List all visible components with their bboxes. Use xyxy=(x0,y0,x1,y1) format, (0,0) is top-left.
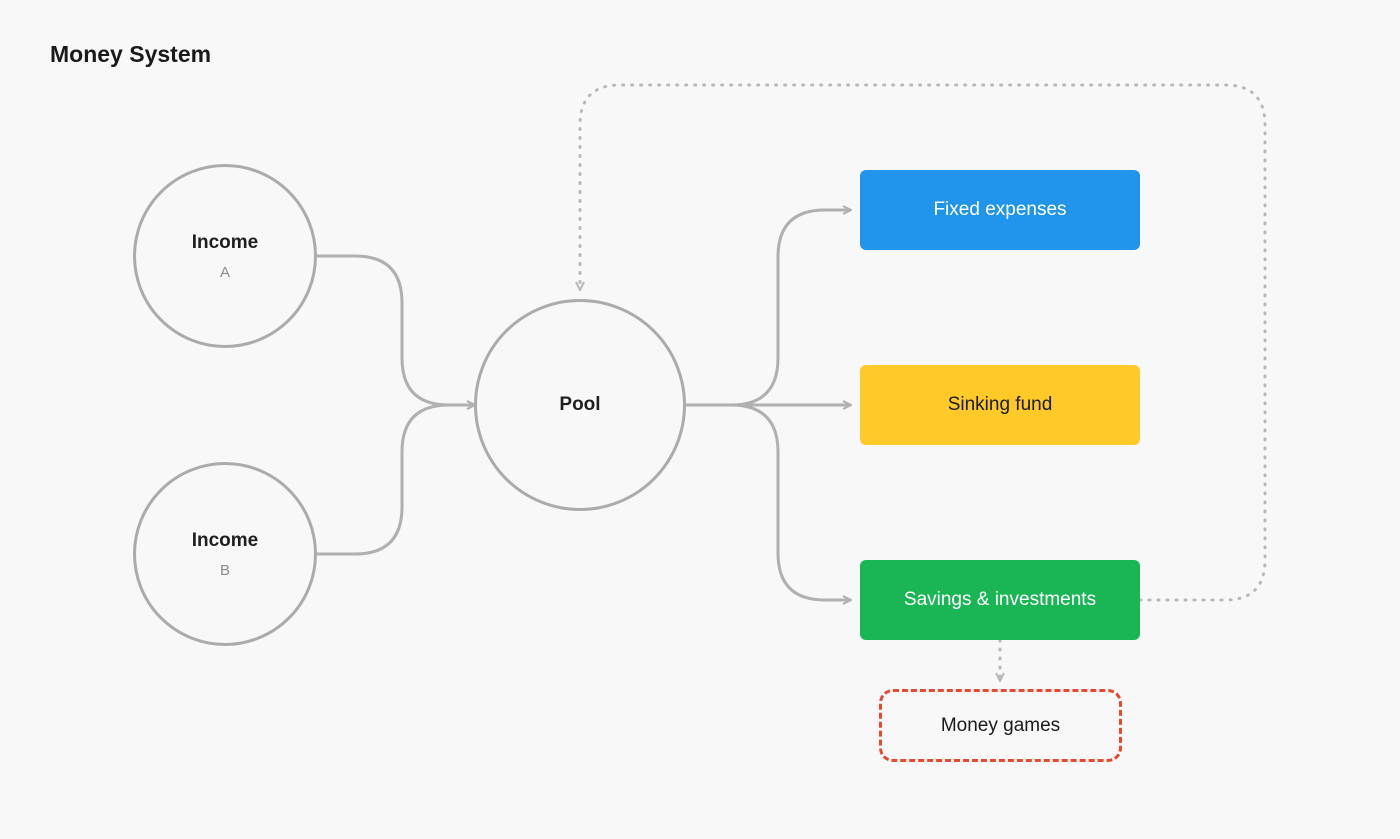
connector-pool-to-savings xyxy=(686,403,851,600)
pool-node: Pool xyxy=(474,299,686,511)
pool-label: Pool xyxy=(559,394,601,415)
income-b-sublabel: B xyxy=(219,561,230,579)
sinking-fund-label: Sinking fund xyxy=(947,394,1053,415)
income-b-node: Income B xyxy=(133,462,317,646)
income-a-node: Income A xyxy=(133,164,317,348)
fixed-expenses-label: Fixed expenses xyxy=(933,199,1067,220)
connector-income-b-to-pool xyxy=(316,405,475,556)
sinking-fund-node: Sinking fund xyxy=(860,365,1140,445)
money-games-label: Money games xyxy=(940,714,1061,736)
fixed-expenses-node: Fixed expenses xyxy=(860,170,1140,250)
income-b-label: Income xyxy=(191,529,259,551)
savings-investments-label: Savings & investments xyxy=(903,589,1097,610)
income-a-sublabel: A xyxy=(219,263,230,281)
connector-income-a-to-pool xyxy=(316,254,475,405)
money-games-node: Money games xyxy=(879,689,1122,762)
savings-investments-node: Savings & investments xyxy=(860,560,1140,640)
dotted-connector-savings-to-pool xyxy=(580,83,1267,602)
connector-pool-to-fixed-expenses xyxy=(686,210,851,407)
income-a-label: Income xyxy=(191,231,259,253)
diagram-title: Money System xyxy=(50,41,212,67)
